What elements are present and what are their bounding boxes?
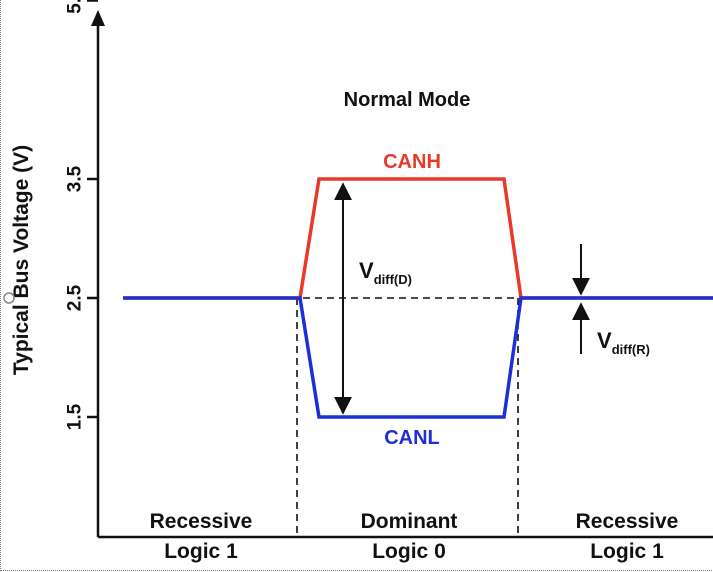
y-tick-label: 2.5 <box>65 284 86 311</box>
vdiff-r-main: V <box>597 328 612 353</box>
y-axis-label: Typical Bus Voltage (V) <box>10 145 33 375</box>
vdiff-r-label: Vdiff(R) <box>597 328 650 357</box>
canh-label: CANH <box>383 151 441 173</box>
vdiff-d-label: Vdiff(D) <box>359 258 412 287</box>
vdiff-r-subscript: diff(R) <box>612 342 650 357</box>
region-dividers <box>296 298 519 537</box>
region-label-logic: Logic 0 <box>372 540 446 563</box>
region-label-state: Recessive <box>576 510 679 533</box>
region-label-logic: Logic 1 <box>590 540 664 563</box>
y-tick-label: 3.5 <box>65 165 86 192</box>
axis-label-handle <box>3 292 15 304</box>
region-label-state: Recessive <box>150 510 253 533</box>
y-axis-arrowhead <box>91 10 105 26</box>
vdiff-d-main: V <box>359 258 374 283</box>
y-tick-label: 1.5 <box>65 403 86 430</box>
chart-title: Normal Mode <box>344 89 471 111</box>
canl-label: CANL <box>384 427 440 449</box>
y-ticks: 1.5 2.5 3.5 5.0 <box>65 0 98 430</box>
vdiff-d-subscript: diff(D) <box>374 272 412 287</box>
series-group <box>123 177 713 419</box>
series-line-canl <box>123 296 713 419</box>
series-line-canh <box>123 177 713 300</box>
y-tick-label: 5.0 <box>65 0 86 14</box>
region-label-logic: Logic 1 <box>164 540 238 563</box>
region-label-state: Dominant <box>361 510 458 533</box>
